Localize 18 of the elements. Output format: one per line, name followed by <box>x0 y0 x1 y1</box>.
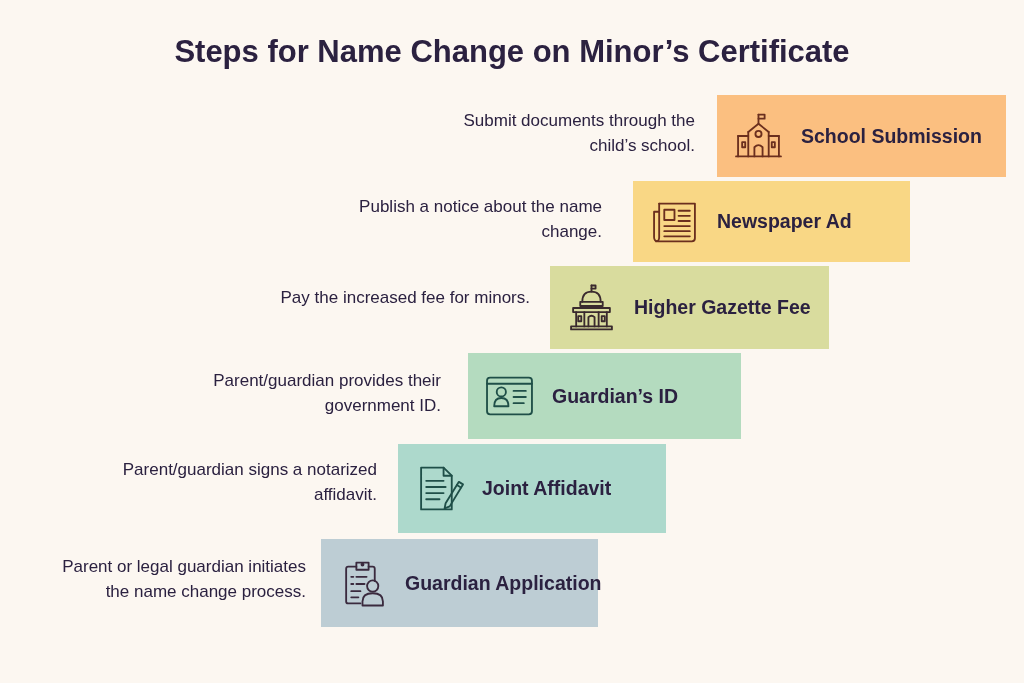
step-box <box>717 95 1006 177</box>
step-box <box>468 353 741 439</box>
step-description: Parent/guardian signs a notarized affidavit. <box>121 459 377 506</box>
step-title: Guardian’s ID <box>552 384 679 408</box>
title: Steps for Name Change on Minor’s Certificate <box>174 34 850 70</box>
step-description: Parent or legal guardian initiates the name change process. <box>61 556 306 603</box>
step-description: Parent/guardian provides their government ID. <box>212 370 441 417</box>
step-title: School Submission <box>801 124 982 148</box>
step-description: Publish a notice about the name change. <box>358 196 602 243</box>
step-description: Submit documents through the child’s school. <box>462 110 695 157</box>
step-box <box>550 266 829 349</box>
step-description: Pay the increased fee for minors. <box>279 287 530 309</box>
step-title: Guardian Application <box>405 571 602 595</box>
step-box <box>633 181 910 262</box>
step-title: Newspaper Ad <box>717 210 852 233</box>
step-title: Joint Affidavit <box>482 477 612 500</box>
step-title: Higher Gazette Fee <box>634 296 811 319</box>
step-box <box>398 444 666 533</box>
